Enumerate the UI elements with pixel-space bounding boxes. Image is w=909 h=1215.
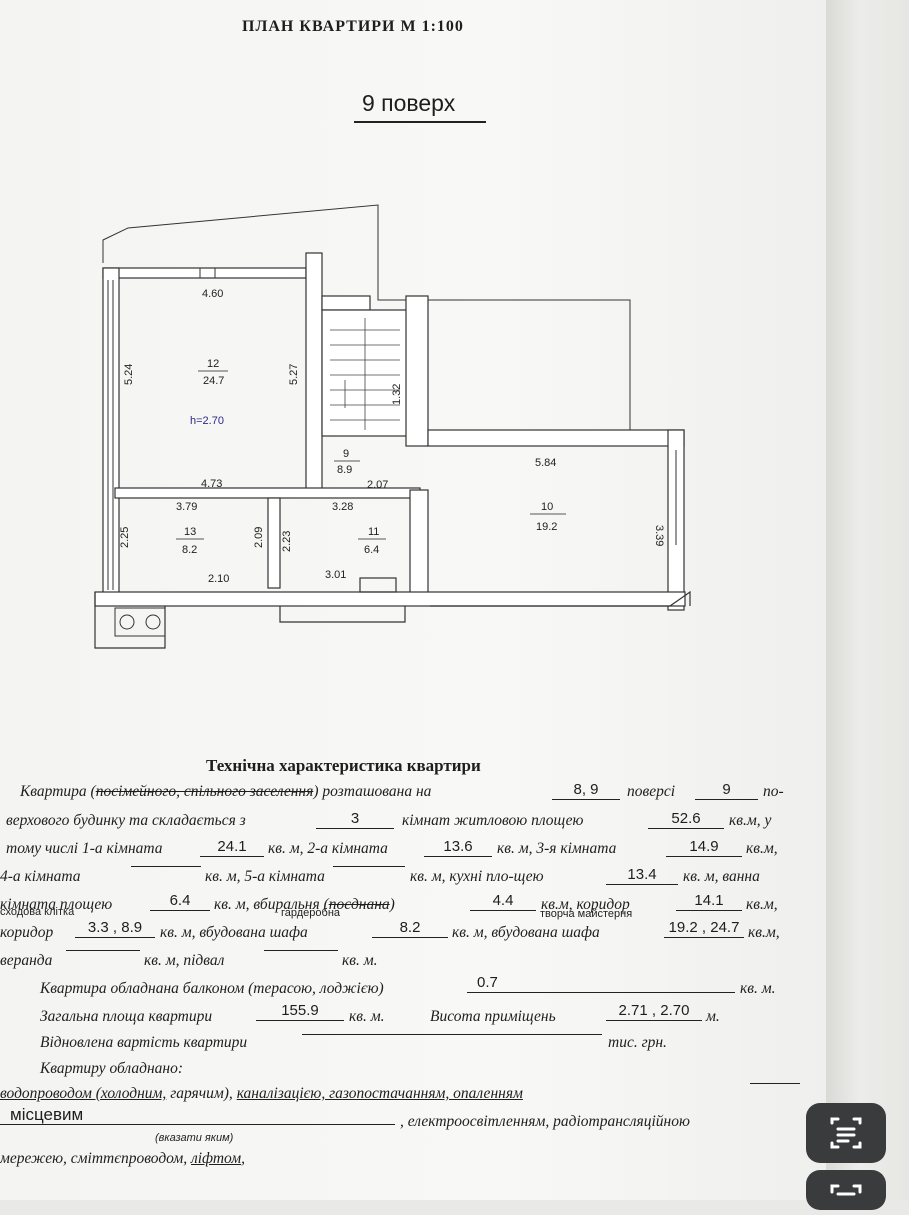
svg-text:9: 9 xyxy=(343,448,349,460)
svg-text:2.07: 2.07 xyxy=(367,479,388,491)
total-area-field: 155.9 xyxy=(256,1002,344,1021)
electricity-line: , електроосвітленням, радіотрансляційною xyxy=(400,1113,690,1130)
spec-line-1: Квартира (посімейного, спільного заселен… xyxy=(20,783,432,800)
svg-text:2.09: 2.09 xyxy=(253,527,265,548)
floor-label: 9 поверх xyxy=(362,90,456,116)
svg-text:13: 13 xyxy=(184,526,196,538)
svg-text:4.73: 4.73 xyxy=(201,478,222,490)
svg-text:19.2: 19.2 xyxy=(536,521,557,533)
floor-field: 8, 9 xyxy=(552,781,620,800)
text-scan-icon xyxy=(830,1117,862,1149)
wardrobe-note: гардеробна xyxy=(281,907,341,919)
svg-text:10: 10 xyxy=(541,501,553,513)
workshop-note: творча майстерня xyxy=(540,908,633,920)
svg-text:3.28: 3.28 xyxy=(332,501,353,513)
svg-text:2.10: 2.10 xyxy=(208,573,229,585)
svg-text:5.27: 5.27 xyxy=(288,364,300,385)
svg-text:5.84: 5.84 xyxy=(535,457,556,469)
svg-text:12: 12 xyxy=(207,358,219,370)
text-scan-icon-2 xyxy=(830,1184,862,1196)
floor-plan: 4.60 5.24 5.27 1.32 4.73 5.84 3.79 3.28 … xyxy=(94,204,691,649)
svg-text:3.01: 3.01 xyxy=(325,569,346,581)
total-floors-field: 9 xyxy=(695,781,758,800)
height-field: 2.71 , 2.70 xyxy=(606,1002,702,1021)
svg-text:2.25: 2.25 xyxy=(119,527,131,548)
svg-text:24.7: 24.7 xyxy=(203,375,224,387)
svg-text:8.9: 8.9 xyxy=(337,464,352,476)
heating-field: місцевим xyxy=(0,1106,395,1125)
rooms-count-field: 3 xyxy=(316,810,394,829)
text-scan-button[interactable] xyxy=(806,1103,886,1163)
living-area-field: 52.6 xyxy=(648,810,724,829)
svg-text:h=2.70: h=2.70 xyxy=(190,415,224,427)
page-edge-shadow xyxy=(826,0,909,1200)
svg-text:5.24: 5.24 xyxy=(123,364,135,385)
floor-underline xyxy=(354,121,486,123)
balcony-field: 0.7 xyxy=(467,974,735,993)
svg-text:8.2: 8.2 xyxy=(182,544,197,556)
svg-text:1.32: 1.32 xyxy=(391,384,403,405)
svg-text:3.39: 3.39 xyxy=(653,525,665,546)
text-scan-button-2[interactable] xyxy=(806,1170,886,1210)
stair-note: сходова клітка xyxy=(0,906,75,918)
dim-4.60: 4.60 xyxy=(202,288,223,300)
svg-text:3.79: 3.79 xyxy=(176,501,197,513)
spec-heading: Технічна характеристика квартири xyxy=(206,756,481,775)
svg-text:2.23: 2.23 xyxy=(281,531,293,552)
svg-text:6.4: 6.4 xyxy=(364,544,379,556)
svg-text:11: 11 xyxy=(368,526,379,538)
plan-title: ПЛАН КВАРТИРИ М 1:100 xyxy=(242,18,464,35)
